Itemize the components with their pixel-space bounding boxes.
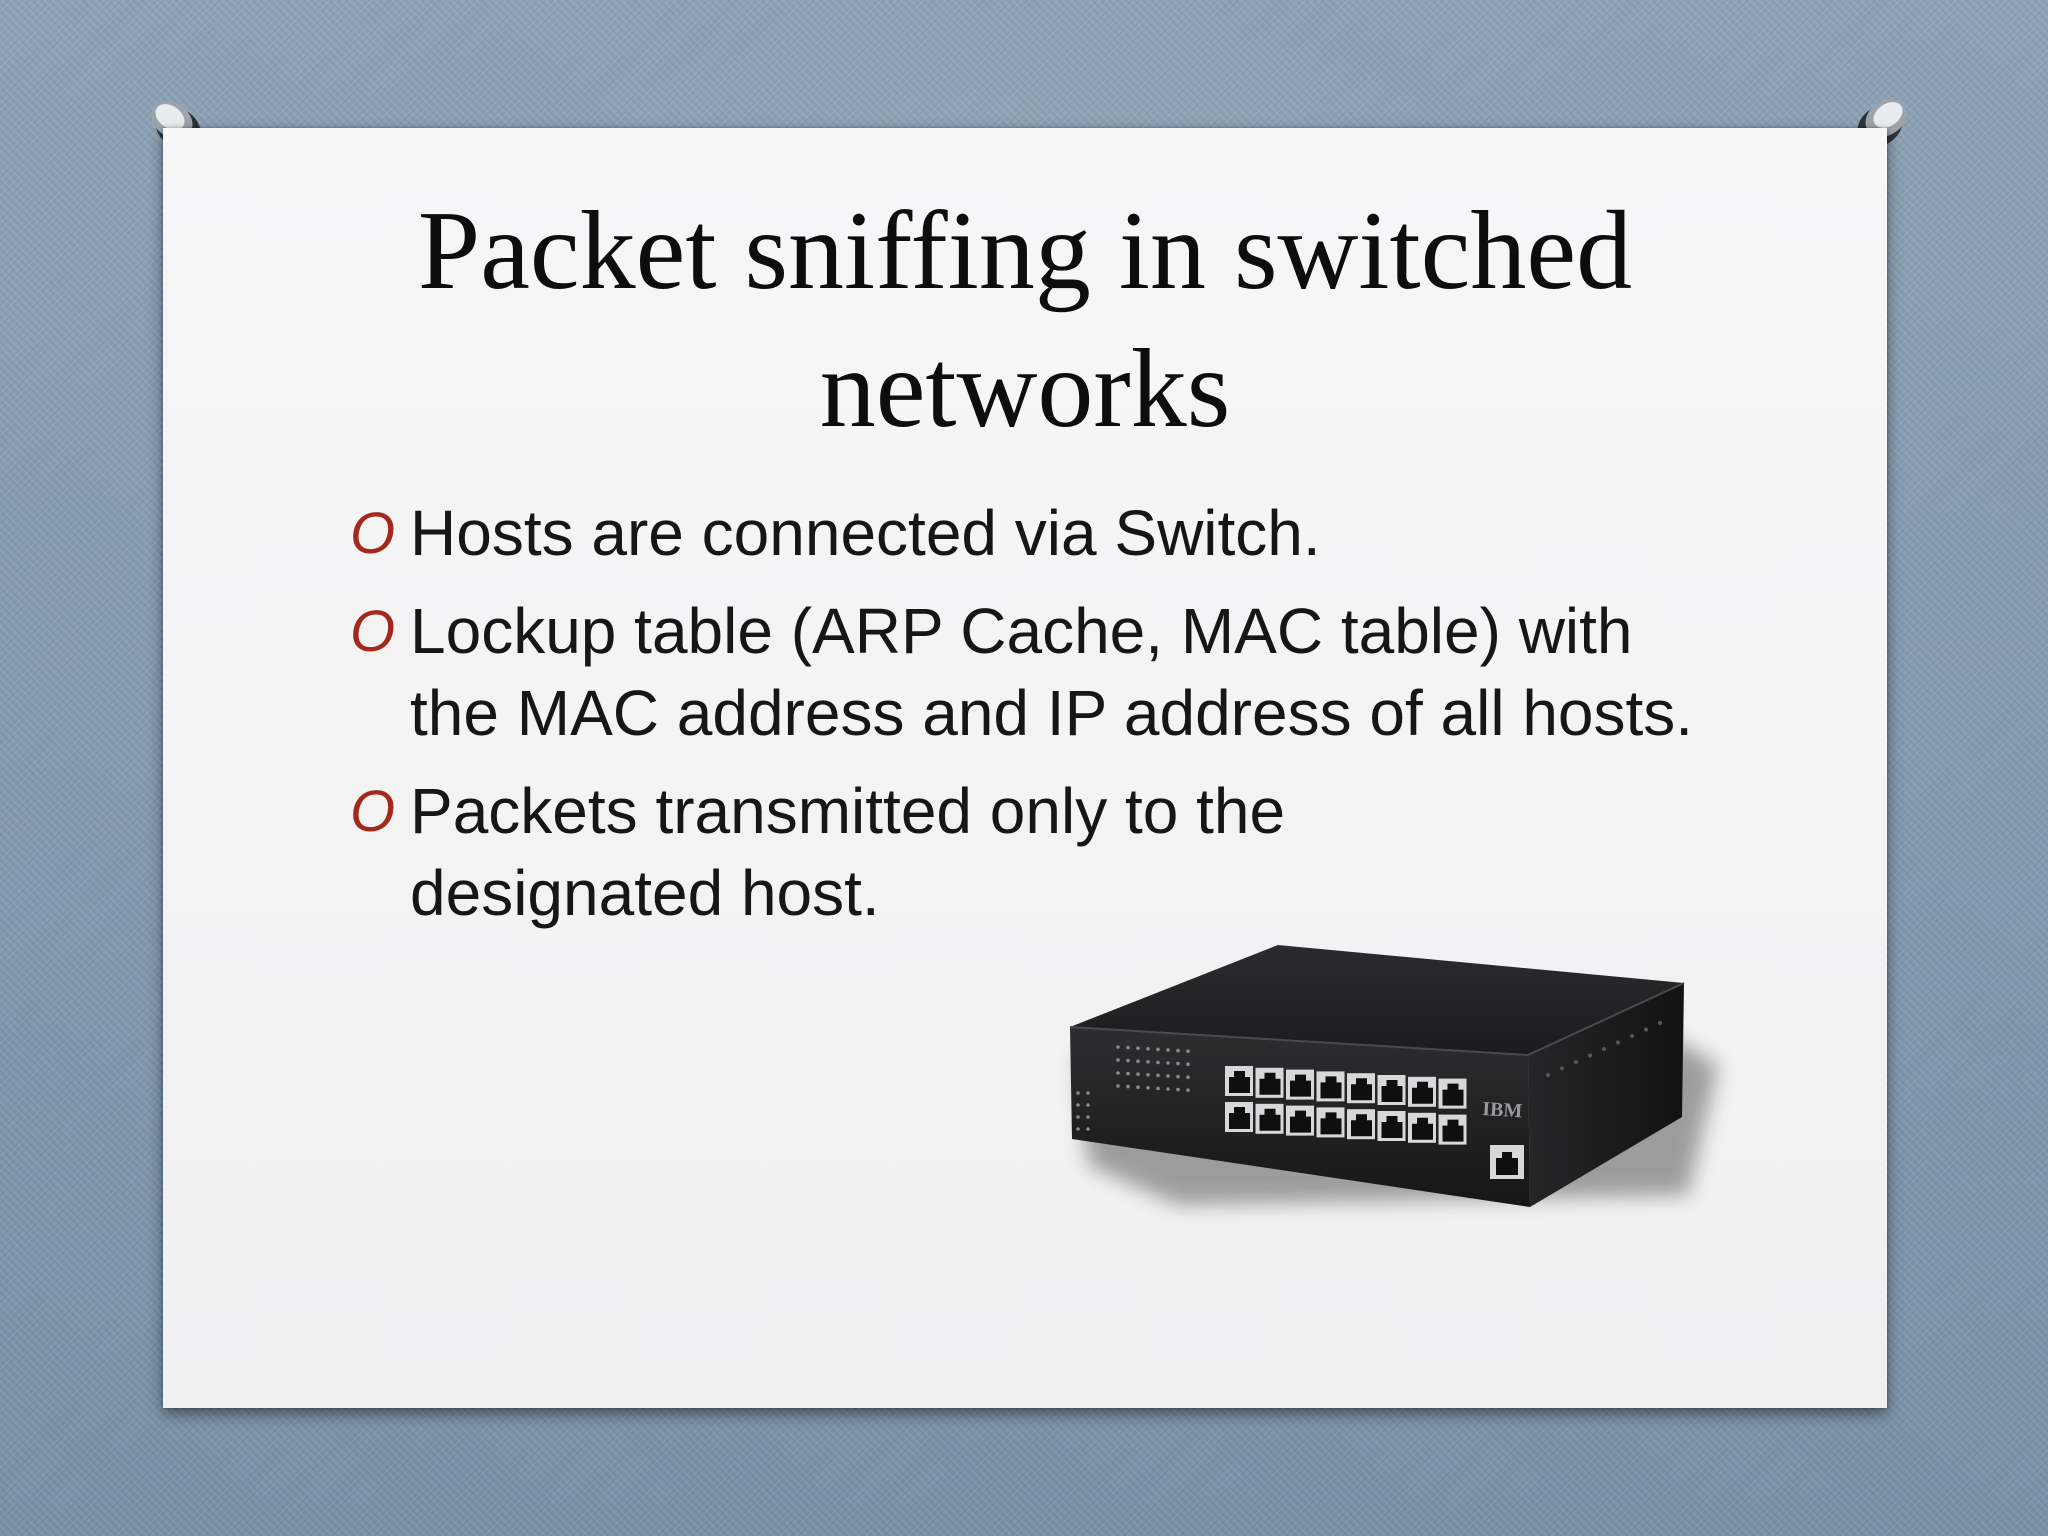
bullet-text: Packets transmitted only to the designat…	[410, 775, 1286, 929]
ethernet-port	[1377, 1075, 1406, 1105]
network-switch-illustration: IBM	[1069, 945, 1718, 1207]
led-indicator	[1186, 1049, 1190, 1053]
status-leds	[1076, 1045, 1190, 1131]
led-indicator	[1076, 1091, 1080, 1095]
led-indicator	[1156, 1086, 1160, 1091]
ethernet-port	[1255, 1067, 1284, 1098]
led-indicator	[1186, 1062, 1190, 1066]
ethernet-port	[1286, 1069, 1314, 1100]
ethernet-port	[1377, 1111, 1406, 1141]
bullet-marker: O	[350, 599, 396, 664]
ethernet-port	[1408, 1076, 1436, 1107]
led-indicator	[1166, 1074, 1170, 1078]
led-indicator	[1156, 1060, 1160, 1065]
vent-holes	[1545, 1020, 1663, 1078]
bullet-item: O Lockup table (ARP Cache, MAC table) wi…	[348, 590, 1708, 754]
led-indicator	[1176, 1061, 1180, 1066]
vent-hole	[1559, 1066, 1565, 1071]
ethernet-port	[1438, 1078, 1467, 1109]
bullet-text: Lockup table (ARP Cache, MAC table) with…	[410, 595, 1694, 749]
ethernet-port	[1347, 1073, 1375, 1104]
ethernet-port	[1255, 1103, 1284, 1134]
led-indicator	[1136, 1072, 1140, 1076]
ethernet-port	[1286, 1105, 1314, 1136]
led-indicator	[1176, 1087, 1180, 1092]
uplink-port	[1490, 1145, 1524, 1179]
bullet-item: O Packets transmitted only to the design…	[348, 770, 1410, 934]
led-indicator	[1126, 1045, 1130, 1050]
led-indicator	[1166, 1087, 1170, 1091]
ethernet-port	[1316, 1071, 1345, 1102]
led-indicator	[1116, 1045, 1120, 1049]
vent-hole	[1545, 1072, 1551, 1078]
vent-hole	[1573, 1059, 1579, 1065]
led-indicator	[1126, 1071, 1130, 1076]
led-indicator	[1166, 1061, 1170, 1065]
ethernet-port	[1225, 1066, 1253, 1096]
led-indicator	[1146, 1073, 1150, 1077]
vent-hole	[1615, 1040, 1621, 1045]
led-indicator	[1136, 1046, 1140, 1050]
led-indicator	[1076, 1103, 1080, 1107]
bullet-list: O Hosts are connected via Switch. O Lock…	[348, 492, 1708, 950]
slide-title: Packet sniffing in switched networks	[163, 182, 1887, 458]
ethernet-ports	[1225, 1066, 1467, 1145]
led-indicator	[1086, 1127, 1090, 1131]
slide-title-line-2: networks	[819, 327, 1231, 451]
led-indicator	[1126, 1084, 1130, 1089]
led-indicator	[1156, 1073, 1160, 1078]
led-indicator	[1186, 1088, 1190, 1092]
slide-title-line-1: Packet sniffing in switched	[417, 189, 1633, 313]
bullet-text: Hosts are connected via Switch.	[410, 497, 1321, 569]
led-indicator	[1086, 1103, 1090, 1107]
vent-hole	[1601, 1046, 1607, 1052]
vent-hole	[1587, 1053, 1593, 1058]
bullet-item: O Hosts are connected via Switch.	[348, 492, 1708, 574]
vent-hole	[1657, 1020, 1663, 1026]
ethernet-port	[1408, 1112, 1436, 1143]
bullet-marker: O	[350, 779, 396, 844]
ethernet-port	[1438, 1114, 1467, 1145]
led-indicator	[1116, 1058, 1120, 1062]
led-indicator	[1156, 1047, 1160, 1052]
led-indicator	[1076, 1127, 1080, 1131]
ethernet-port	[1225, 1102, 1253, 1132]
uplink-ethernet-port	[1490, 1145, 1524, 1179]
network-switch-image: IBM	[1058, 935, 1738, 1225]
vent-hole	[1629, 1033, 1635, 1039]
led-indicator	[1176, 1074, 1180, 1079]
led-indicator	[1136, 1059, 1140, 1063]
led-indicator	[1126, 1058, 1130, 1063]
ethernet-port	[1316, 1107, 1345, 1138]
led-indicator	[1146, 1047, 1150, 1051]
led-indicator	[1176, 1048, 1180, 1053]
led-indicator	[1146, 1060, 1150, 1064]
led-indicator	[1076, 1115, 1080, 1119]
led-indicator	[1146, 1086, 1150, 1090]
led-indicator	[1116, 1071, 1120, 1075]
led-indicator	[1186, 1075, 1190, 1079]
brand-logo: IBM	[1482, 1098, 1523, 1122]
bullet-marker: O	[350, 501, 396, 566]
led-indicator	[1086, 1115, 1090, 1119]
led-indicator	[1086, 1091, 1090, 1095]
led-indicator	[1136, 1085, 1140, 1089]
ethernet-port	[1347, 1109, 1375, 1140]
led-indicator	[1166, 1048, 1170, 1052]
led-indicator	[1116, 1084, 1120, 1088]
vent-hole	[1643, 1027, 1649, 1032]
